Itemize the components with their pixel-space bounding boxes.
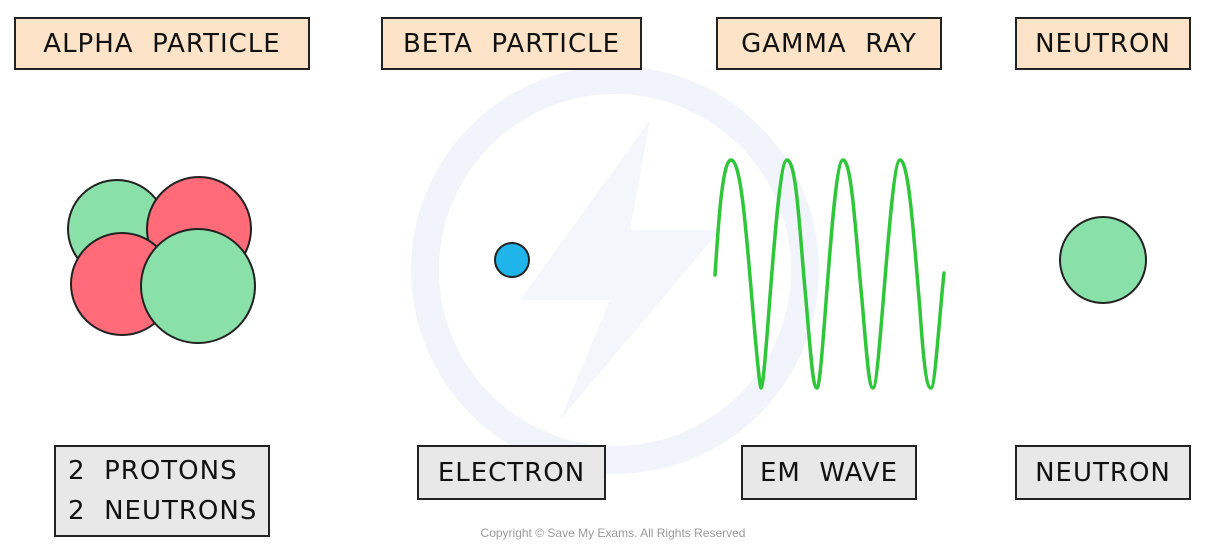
neutron-icon (1059, 216, 1147, 304)
title-neutron: NEUTRON (1015, 17, 1191, 70)
label-alpha-protons: 2 PROTONS (68, 456, 238, 486)
alpha-particle-icon (67, 176, 256, 344)
electron-icon (494, 242, 530, 278)
copyright-text: Copyright © Save My Exams. All Rights Re… (480, 526, 746, 540)
title-beta-particle: BETA PARTICLE (381, 17, 642, 70)
label-neutron: NEUTRON (1015, 445, 1191, 500)
label-em-wave: EM WAVE (741, 445, 917, 500)
label-alpha-neutrons: 2 NEUTRONS (68, 496, 258, 526)
label-alpha: 2 PROTONS 2 NEUTRONS (54, 445, 270, 537)
em-wave-icon (713, 158, 946, 390)
neutron-ball (140, 228, 256, 344)
title-alpha-particle: ALPHA PARTICLE (14, 17, 310, 70)
title-gamma-ray: GAMMA RAY (716, 17, 942, 70)
label-electron: ELECTRON (417, 445, 606, 500)
